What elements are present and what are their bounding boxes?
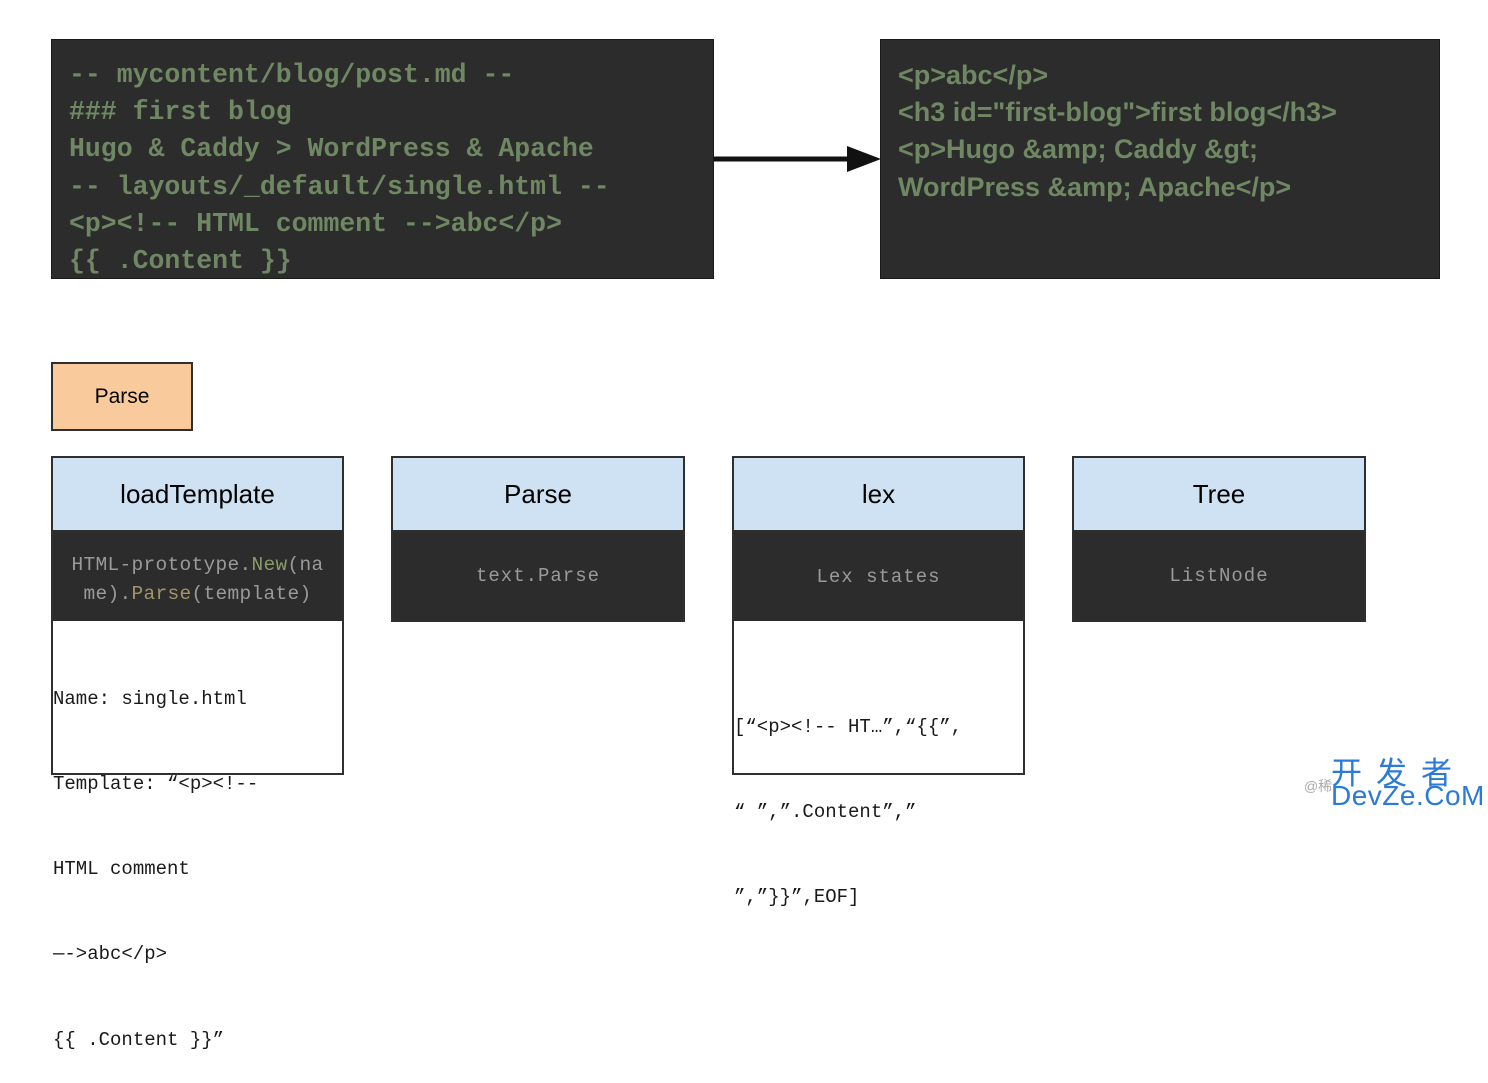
parse-card-title: Parse (391, 456, 685, 532)
output-line-3: <p>Hugo &amp; Caddy &gt; (898, 134, 1259, 165)
detail-line: Name: single.html (53, 687, 247, 710)
output-line-4: WordPress &amp; Apache</p> (898, 171, 1292, 202)
watermark-logo-cn: 开发者 (1331, 756, 1466, 791)
source-line-4: -- layouts/_default/single.html -- (69, 171, 610, 202)
lex-card-code: Lex states (732, 531, 1025, 622)
lex-card-title: lex (732, 456, 1025, 532)
parse-stage-label: Parse (51, 362, 193, 431)
lex-card-detail: [“<p><!-- HT…”,“{{”, “ ”,”.Content”,” ”,… (732, 621, 1025, 908)
output-line-1: <p>abc</p> (898, 60, 1049, 90)
detail-line: Template: “<p><!-- (53, 773, 259, 796)
loadtemplate-card-detail: Name: single.html Template: “<p><!-- HTM… (51, 621, 344, 1051)
code-text: (template) (191, 582, 312, 605)
loadtemplate-code-line-2: me).Parse(template) (53, 580, 342, 609)
code-text: HTML-prototype. (71, 554, 252, 576)
detail-line: HTML comment (53, 858, 190, 881)
code-keyword-parse: Parse (131, 582, 192, 605)
detail-line: —->abc</p> (53, 943, 168, 966)
loadtemplate-card-title: loadTemplate (51, 456, 344, 532)
watermark-logo-en: DevZe.CoM (1331, 780, 1485, 811)
loadtemplate-card-code: HTML-prototype.New(na me).Parse(template… (51, 531, 344, 622)
detail-line: {{ .Content }}” (53, 1028, 225, 1051)
watermark-small-text: @稀 (1304, 778, 1333, 794)
code-text: (na (287, 554, 324, 576)
source-line-2: ### first blog (69, 97, 292, 128)
parse-card-code: text.Parse (391, 531, 685, 622)
output-html-block: <p>abc</p> <h3 id="first-blog">first blo… (880, 39, 1440, 279)
arrow-right-icon (714, 146, 881, 172)
source-line-5: <p><!-- HTML comment -->abc</p> (69, 208, 562, 239)
source-line-1: -- mycontent/blog/post.md -- (69, 60, 515, 90)
source-line-3: Hugo & Caddy > WordPress & Apache (69, 134, 594, 165)
loadtemplate-code-line-1: HTML-prototype.New(na (53, 551, 342, 580)
detail-line: ”,”}}”,EOF] (734, 886, 860, 909)
output-line-2: <h3 id="first-blog">first blog</h3> (898, 97, 1337, 128)
source-line-6: {{ .Content }} (69, 246, 292, 277)
detail-line: [“<p><!-- HT…”,“{{”, (734, 715, 963, 738)
detail-line: “ ”,”.Content”,” (734, 801, 917, 824)
code-text: me). (83, 582, 132, 605)
tree-card-code: ListNode (1072, 531, 1366, 622)
code-keyword-new: New (251, 554, 288, 576)
source-code-block: -- mycontent/blog/post.md -- ### first b… (51, 39, 714, 279)
tree-card-title: Tree (1072, 456, 1366, 532)
